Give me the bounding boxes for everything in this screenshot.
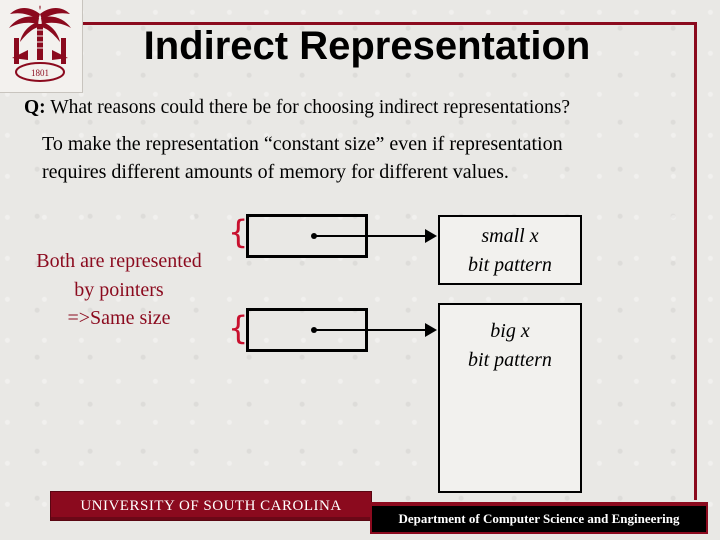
palmetto-tree-seal-icon: 1801 [9,5,71,82]
university-logo: 1801 [0,0,83,93]
pointer-note-line-3: =>Same size [67,307,171,329]
small-x-bit-pattern-box: small x bit pattern [438,215,582,285]
arrow-line-small [314,235,426,237]
arrow-head-big [425,323,437,337]
answer-line-1: To make the representation “constant siz… [42,133,563,155]
question: Q: What reasons could there be for choos… [24,97,570,119]
slide-title: Indirect Representation [143,24,591,68]
arrow-line-big [314,329,426,331]
frame-top-rule [82,22,696,25]
small-box-line-1: small x [481,225,539,247]
answer-line-2: requires different amounts of memory for… [42,161,509,183]
brace-top: { [228,213,249,251]
frame-right-rule [694,22,697,500]
arrow-head-small [425,229,437,243]
footer-university: UNIVERSITY OF SOUTH CAROLINA [50,491,372,521]
big-x-bit-pattern-box: big x bit pattern [438,303,582,493]
brace-bottom: { [228,309,249,347]
pointer-note-line-1: Both are represented [36,250,202,272]
pointer-note: Both are represented by pointers =>Same … [16,247,222,333]
seal-year: 1801 [31,68,49,78]
small-box-line-2: bit pattern [468,254,552,276]
big-box-line-1: big x [490,320,530,342]
question-label: Q: [24,97,46,118]
answer: To make the representation “constant siz… [42,130,682,186]
pointer-note-line-2: by pointers [74,278,164,301]
big-box-line-2: bit pattern [468,349,552,371]
footer-department: Department of Computer Science and Engin… [372,504,706,532]
question-text: What reasons could there be for choosing… [45,97,571,118]
